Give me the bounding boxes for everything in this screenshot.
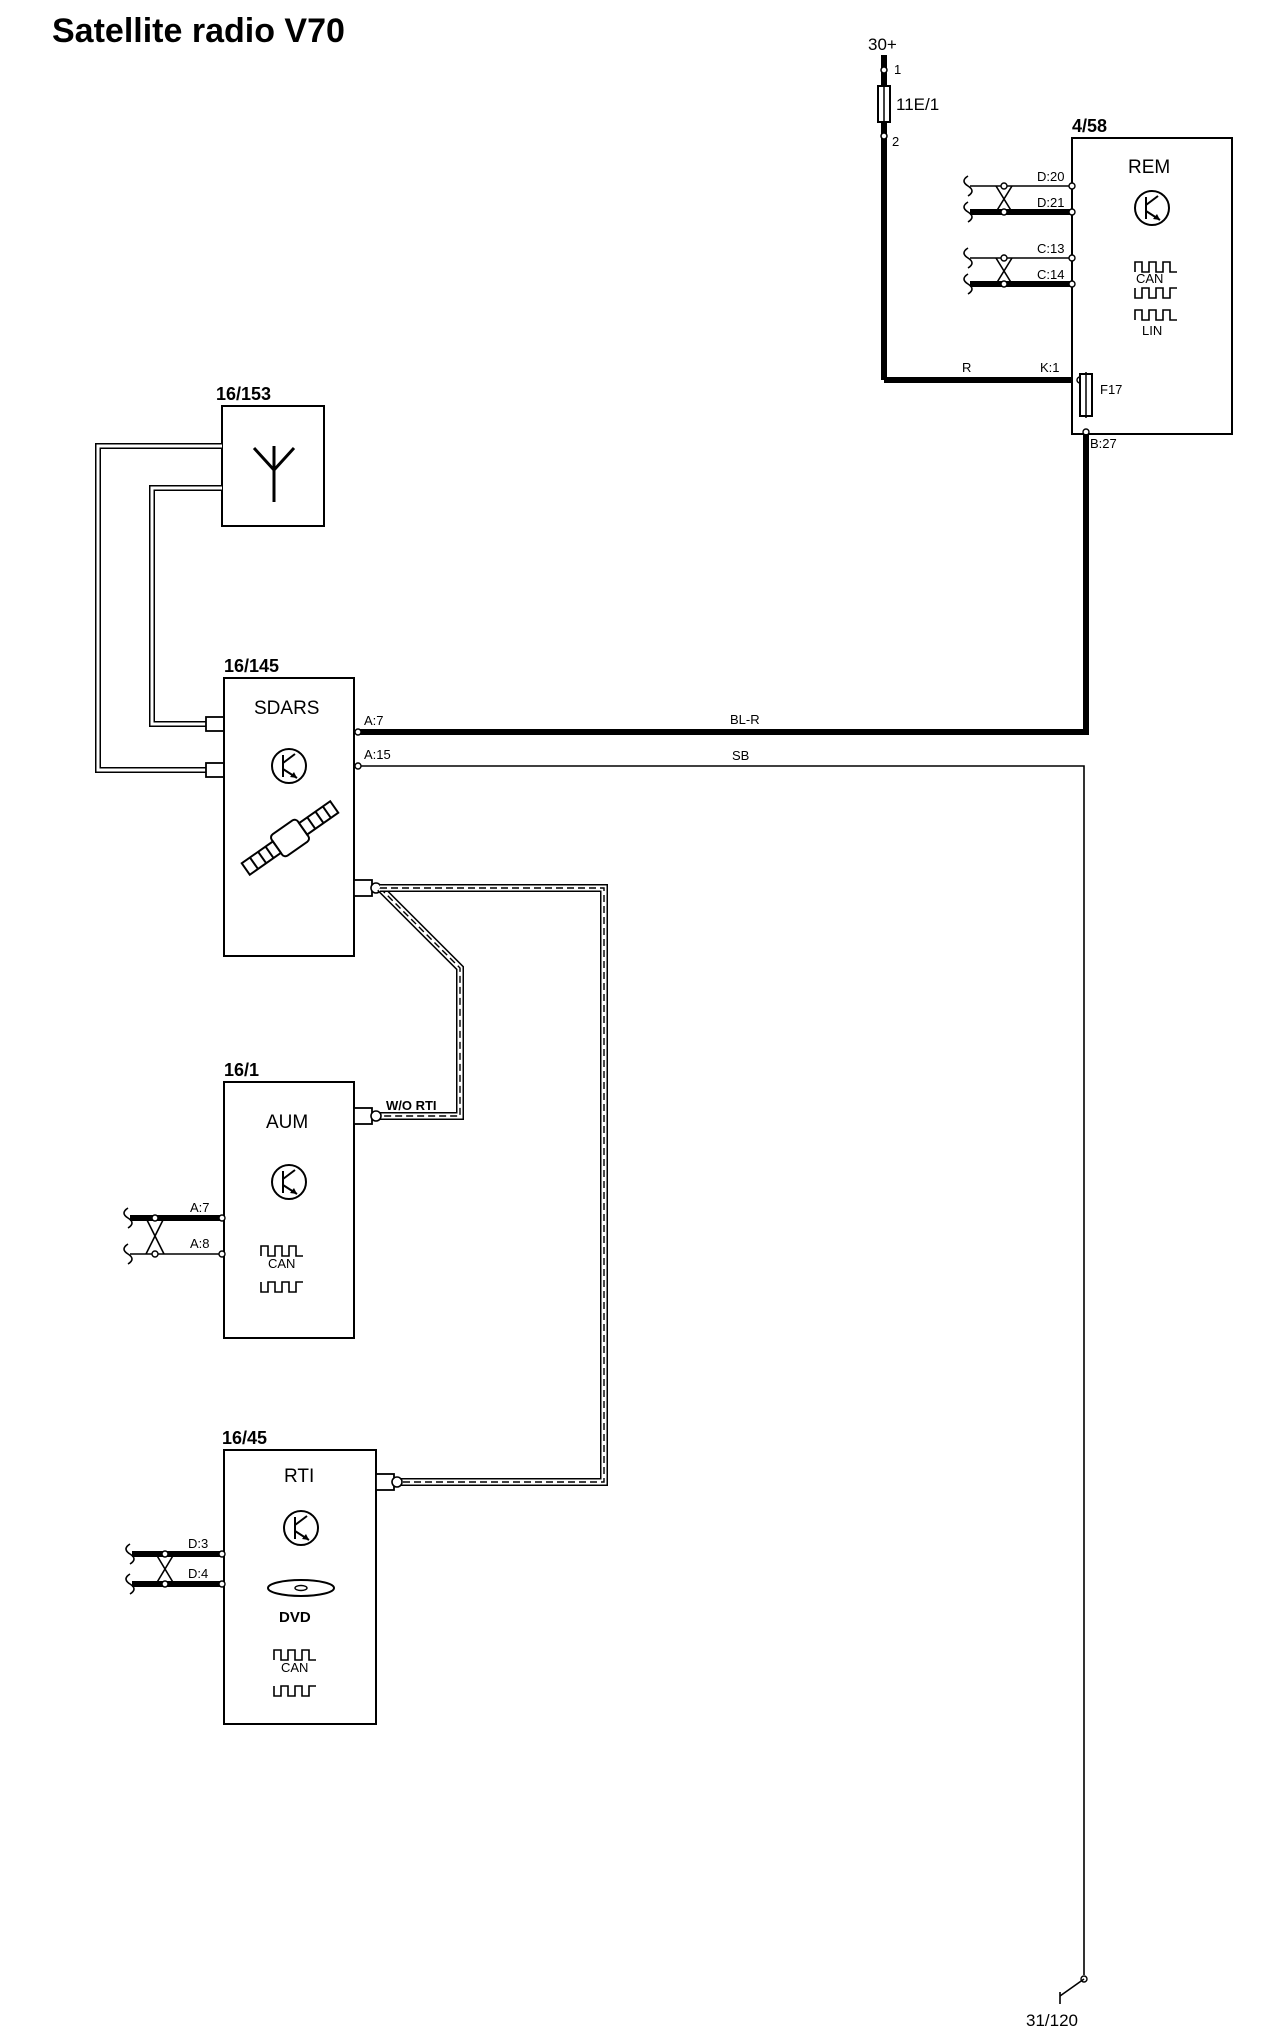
rem-pin-d20: D:20: [1037, 169, 1064, 184]
svg-text:CAN: CAN: [268, 1256, 295, 1271]
fuse-pin-1: [880, 66, 888, 74]
fuse-pin-2: [880, 132, 888, 140]
sdars-id: 16/145: [224, 656, 279, 676]
supply-label: 30+: [868, 35, 897, 54]
rti-pin-d4: D:4: [188, 1566, 208, 1581]
rem-can-icon: CAN: [1134, 261, 1178, 299]
rem-name: REM: [1128, 157, 1170, 178]
ground-point: [1059, 1975, 1088, 2004]
aum-can-icon: CAN: [260, 1245, 304, 1293]
sdars-antenna-connector-1: [205, 716, 225, 732]
rti-id: 16/45: [222, 1428, 267, 1448]
sdars-pin-a7: A:7: [364, 713, 384, 728]
rem-pin-c13: C:13: [1037, 241, 1064, 256]
rti-twisted-pair: [125, 1543, 226, 1595]
rem-module: [1071, 137, 1233, 435]
aum-id: 16/1: [224, 1060, 259, 1080]
ground-label: 31/120: [1026, 2011, 1078, 2030]
fuse-11e1-label: 11E/1: [896, 95, 939, 114]
fuse-f17-label: F17: [1100, 382, 1122, 397]
sdars-name: SDARS: [254, 698, 319, 719]
aum-option-label: W/O RTI: [386, 1098, 437, 1113]
rti-can-icon: CAN: [273, 1649, 317, 1697]
aum-name: AUM: [266, 1112, 308, 1133]
dvd-disc-icon: [267, 1579, 335, 1597]
antenna-icon: [252, 446, 296, 502]
rti-name: RTI: [284, 1466, 314, 1487]
sdars-module: [223, 677, 355, 957]
antenna-coax-inner: [149, 485, 222, 727]
rem-twisted-pair-d: [963, 175, 1076, 223]
rti-media-label: DVD: [279, 1609, 311, 1626]
wire-label-bl-r: BL-R: [730, 712, 760, 727]
antenna-coax-outer: [95, 443, 222, 773]
rem-twisted-pair-c: [963, 247, 1076, 295]
rem-lin-icon: LIN: [1134, 309, 1178, 338]
rem-pin-d21: D:21: [1037, 195, 1064, 210]
rem-pin-b27: B:27: [1090, 436, 1117, 451]
sdars-antenna-connector-2: [205, 762, 225, 778]
aum-module: [223, 1081, 355, 1339]
fuse-pin-top-label: 1: [894, 62, 901, 77]
wire-label-r: R: [962, 360, 971, 375]
shielded-cable-to-aum: [377, 885, 464, 1120]
aum-pin-a8: A:8: [190, 1236, 210, 1251]
svg-text:LIN: LIN: [1142, 323, 1162, 338]
aum-pin-a7: A:7: [190, 1200, 210, 1215]
antenna-id: 16/153: [216, 384, 271, 404]
aum-twisted-pair: [123, 1207, 226, 1265]
sdars-audio-connector: [353, 879, 373, 897]
fuse-pin-bottom-label: 2: [892, 134, 899, 149]
shielded-cable-to-rti: [380, 884, 608, 1486]
rem-pin-c14: C:14: [1037, 267, 1064, 282]
sdars-pin-a15: A:15: [364, 747, 391, 762]
svg-text:CAN: CAN: [281, 1660, 308, 1675]
diagram-title: Satellite radio V70: [52, 12, 345, 50]
svg-text:CAN: CAN: [1136, 271, 1163, 286]
rti-pin-d3: D:3: [188, 1536, 208, 1551]
satellite-icon: [240, 799, 340, 877]
wire-bl-r: [358, 434, 1089, 735]
wire-label-sb: SB: [732, 748, 749, 763]
aum-audio-connector: [353, 1107, 373, 1125]
rem-id: 4/58: [1072, 116, 1107, 136]
wire-sb: [358, 765, 1085, 1975]
rem-pin-k1: K:1: [1040, 360, 1060, 375]
